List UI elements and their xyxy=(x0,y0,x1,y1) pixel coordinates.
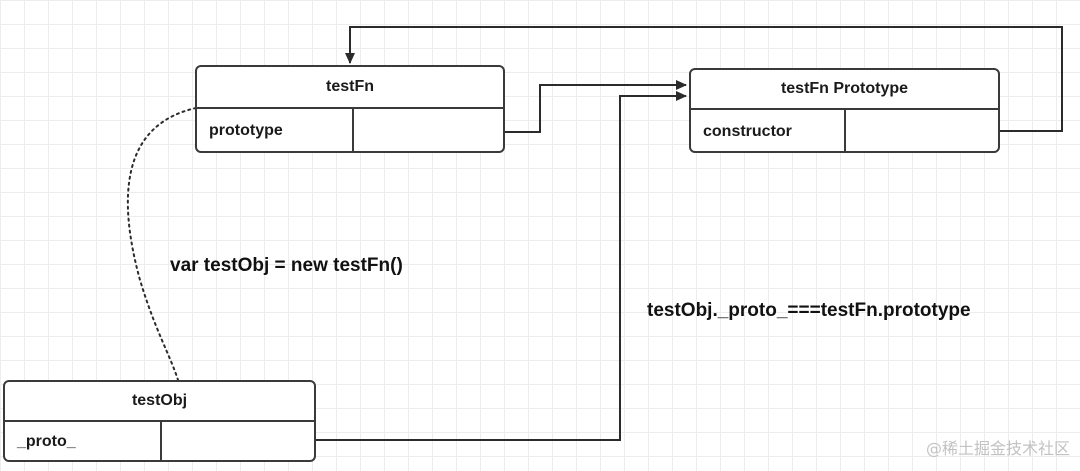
testfn-prototype-title: testFn Prototype xyxy=(691,70,998,110)
testobj-title: testObj xyxy=(5,382,314,422)
testfn-box: testFn prototype xyxy=(195,65,505,153)
proto-equality-label: testObj._proto_===testFn.prototype xyxy=(647,300,971,321)
watermark-text: @稀土掘金技术社区 xyxy=(925,439,1070,458)
prototype-field-divider xyxy=(844,110,846,153)
constructor-pointer-arrow xyxy=(345,26,1063,132)
instantiation-label: var testObj = new testFn() xyxy=(170,255,403,276)
testfn-title: testFn xyxy=(197,67,503,109)
proto-pointer-arrow xyxy=(236,91,687,441)
proto-field-label: _proto_ xyxy=(17,433,76,450)
constructor-field-label: constructor xyxy=(703,123,792,140)
testobj-field-divider xyxy=(160,422,162,462)
prototype-field-label: prototype xyxy=(209,122,283,139)
testobj-box: testObj _proto_ xyxy=(3,380,316,462)
prototype-constructor-row: constructor xyxy=(691,110,998,153)
testobj-proto-row: _proto_ xyxy=(5,422,314,462)
instantiation-dotted-link xyxy=(126,107,197,381)
testfn-prototype-row: prototype xyxy=(197,109,503,153)
testfn-prototype-box: testFn Prototype constructor xyxy=(689,68,1000,153)
testfn-field-divider xyxy=(352,109,354,153)
